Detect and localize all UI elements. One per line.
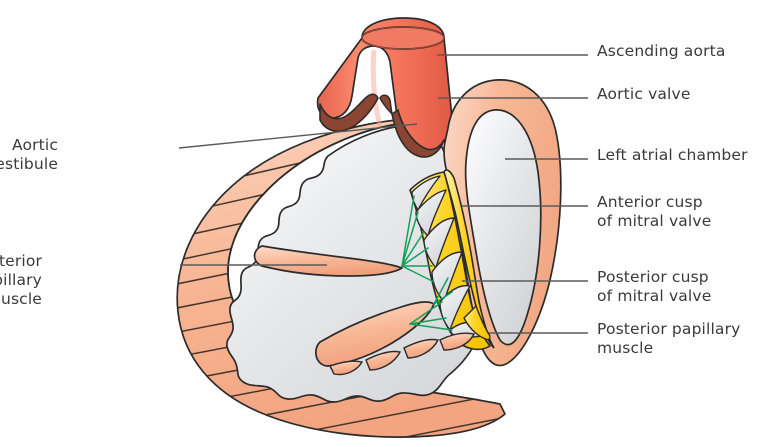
chordae-tendineae bbox=[401, 195, 453, 331]
posterior-papillary-muscle bbox=[315, 301, 476, 376]
posterior-cusp-mitral bbox=[431, 251, 463, 303]
leader-line-aortic-vestibule bbox=[178, 123, 418, 149]
anterior-cusp-mitral bbox=[443, 169, 495, 349]
label-ascending-aorta: Ascending aorta bbox=[597, 42, 726, 60]
label-anterior-cusp: Anterior cusp of mitral valve bbox=[597, 193, 712, 230]
label-left-atrial-chamber: Left atrial chamber bbox=[597, 146, 748, 164]
label-aortic-vestibule: Aortic vestibule bbox=[0, 136, 59, 173]
anterior-papillary-muscle bbox=[253, 245, 403, 277]
label-posterior-papillary: Posterior papillary muscle bbox=[597, 320, 741, 357]
mitral-valve-cusps bbox=[409, 169, 495, 351]
leader-lines bbox=[178, 54, 588, 334]
label-posterior-cusp: Posterior cusp of mitral valve bbox=[597, 268, 712, 305]
aortic-valve-cusps bbox=[319, 93, 445, 158]
label-aortic-valve: Aortic valve bbox=[597, 85, 691, 103]
label-anterior-papillary: Anterior papillary muscle bbox=[0, 252, 43, 308]
